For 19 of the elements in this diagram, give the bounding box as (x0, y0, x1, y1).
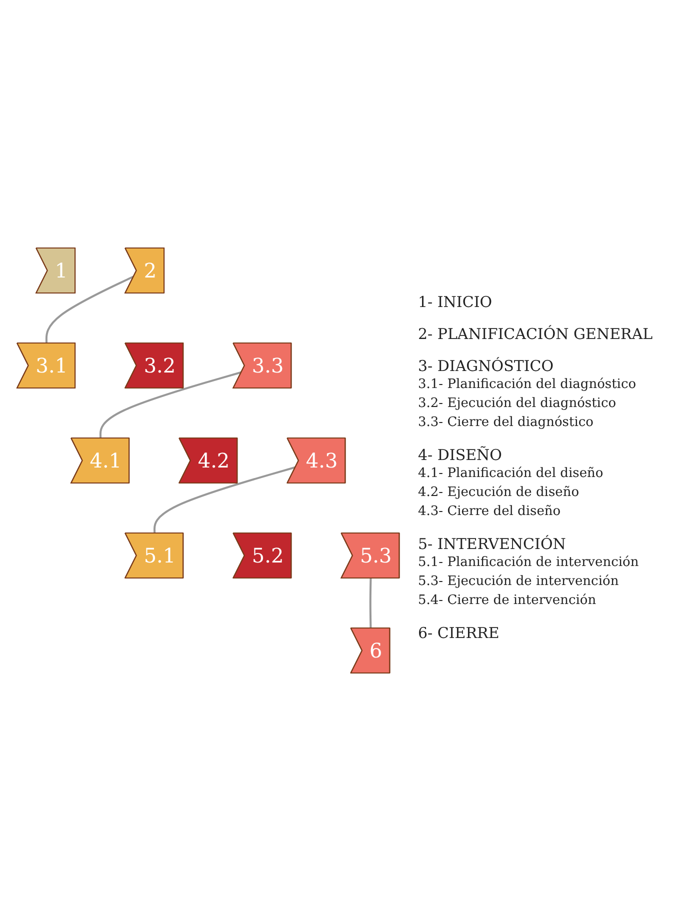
step-description: 3.3- Cierre del diagnóstico (418, 415, 594, 430)
connector (369, 578, 372, 629)
stage-heading: 4- DISEÑO (418, 446, 503, 464)
step-description: 3.1- Planificación del diagnóstico (418, 377, 638, 392)
step-description: 5.1- Planificación de intervención (418, 555, 640, 570)
step-description: 3.2- Ejecución del diagnóstico (418, 396, 618, 411)
step-description: 5.4- Cierre de intervención (418, 593, 598, 608)
connector (153, 466, 296, 534)
step-description: 4.2- Ejecución de diseño (418, 485, 580, 500)
connector (45, 275, 134, 344)
step-description: 4.1- Planificación del diseño (418, 466, 604, 481)
stage-heading: 1- INICIO (418, 293, 494, 311)
stage-heading: 5- INTERVENCIÓN (418, 535, 567, 553)
stage-heading: 6- CIERRE (418, 624, 500, 642)
step-description: 4.3- Cierre del diseño (418, 504, 562, 519)
stage-heading: 3- DIAGNÓSTICO (418, 357, 555, 375)
stage-heading: 2- PLANIFICACIÓN GENERAL (418, 325, 654, 343)
connector (99, 371, 242, 439)
step-description: 5.3- Ejecución de intervención (418, 574, 620, 589)
